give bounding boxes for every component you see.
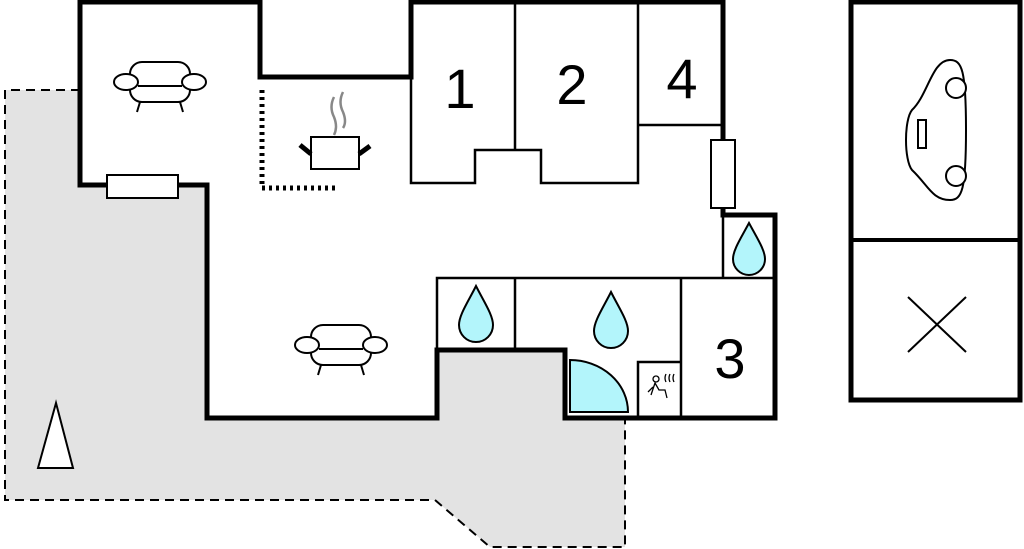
carport [848, 0, 1023, 403]
cooking-pot-icon [298, 91, 372, 170]
car-icon [905, 58, 968, 202]
sofa-icon [113, 61, 207, 113]
water-drop-icon [731, 220, 767, 276]
cross-icon [907, 296, 967, 353]
sofa-icon [294, 324, 388, 376]
window-icon [710, 139, 736, 209]
water-drop-icon [457, 283, 495, 343]
exterior-walls [77, 0, 778, 421]
north-arrow-icon [36, 399, 75, 469]
interior-walls [409, 2, 775, 418]
sauna-icon [647, 373, 675, 399]
terrace [4, 89, 626, 548]
room-3-label: 3 [714, 327, 745, 390]
water-drop-icon [592, 289, 630, 349]
room-4-label: 4 [666, 47, 697, 110]
shower-icon [569, 358, 630, 413]
room-2-label: 2 [556, 53, 587, 116]
window-icon [106, 174, 179, 199]
kitchen-counter [259, 90, 338, 191]
room-1-label: 1 [444, 57, 475, 120]
